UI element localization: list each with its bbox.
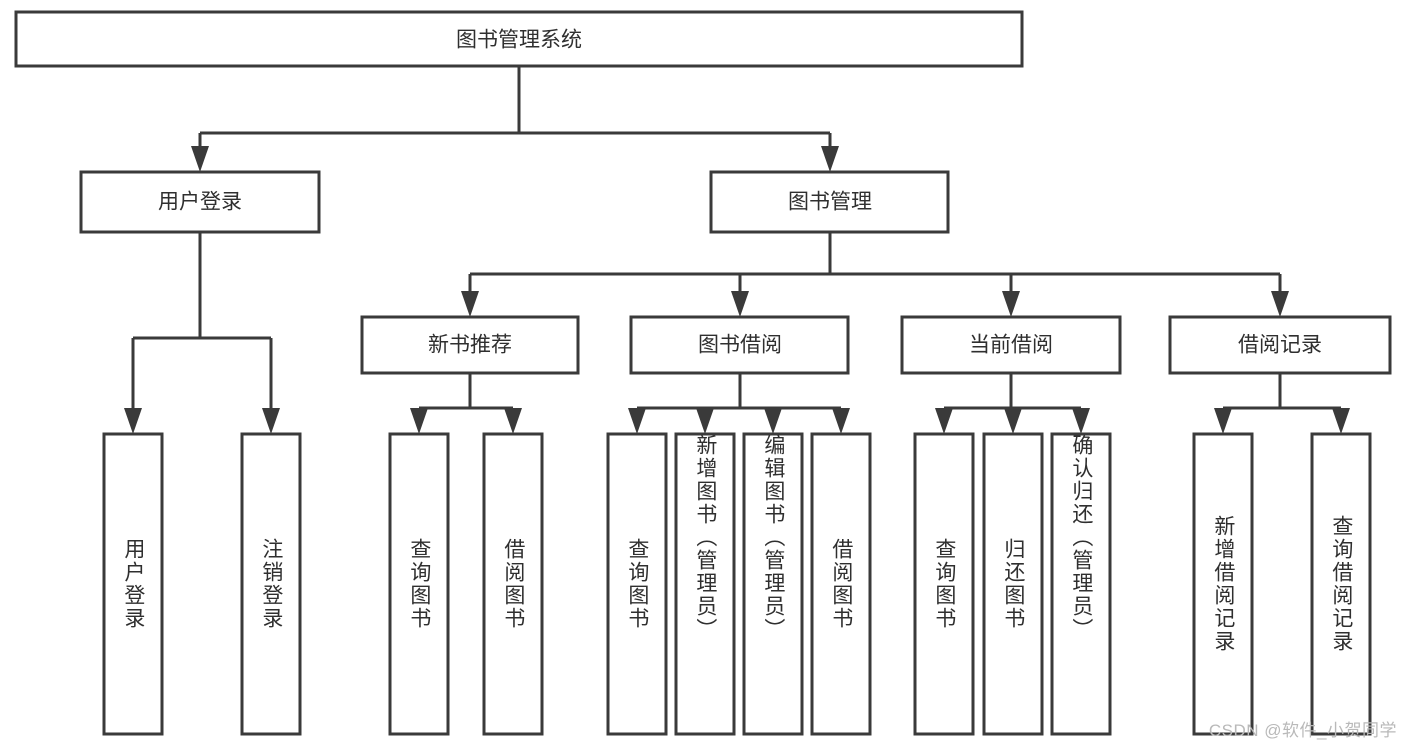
node-user-login[interactable]: 用户登录	[79, 170, 321, 234]
leaf-box-return-book[interactable]	[982, 432, 1044, 736]
leaf-box-add-book-admin[interactable]	[674, 432, 736, 736]
leaf-box-query-book-borrow[interactable]	[606, 432, 668, 736]
leaf-box-user-login[interactable]	[102, 432, 164, 736]
connector-current-to-leaves	[935, 373, 1090, 434]
node-new-book-recommend-label: 新书推荐	[428, 334, 512, 357]
csdn-watermark: CSDN @软件_小贺同学	[1208, 721, 1397, 740]
leaf-box-borrow-book[interactable]	[810, 432, 872, 736]
leaf-box-edit-book-admin[interactable]	[742, 432, 804, 736]
leaf-box-confirm-return-admin[interactable]	[1050, 432, 1112, 736]
leaf-boxes	[102, 432, 1372, 736]
node-root-system[interactable]: 图书管理系统	[14, 10, 1024, 68]
leaf-box-query-record[interactable]	[1310, 432, 1372, 736]
connector-bookmgmt-to-level3	[461, 232, 1289, 317]
node-book-borrow-label: 图书借阅	[698, 334, 782, 357]
connector-borrow-to-leaves	[628, 373, 850, 434]
node-new-book-recommend[interactable]: 新书推荐	[360, 315, 580, 375]
leaf-box-borrow-book-new[interactable]	[482, 432, 544, 736]
node-current-borrow[interactable]: 当前借阅	[900, 315, 1122, 375]
leaf-box-add-record[interactable]	[1192, 432, 1254, 736]
node-borrow-records-label: 借阅记录	[1238, 334, 1322, 357]
connector-root-to-level2	[191, 66, 839, 172]
leaf-box-logout[interactable]	[240, 432, 302, 736]
connector-newbook-to-leaves	[410, 373, 522, 434]
node-borrow-records[interactable]: 借阅记录	[1168, 315, 1392, 375]
node-book-management[interactable]: 图书管理	[709, 170, 950, 234]
node-current-borrow-label: 当前借阅	[969, 334, 1053, 357]
leaf-box-query-book-new[interactable]	[388, 432, 450, 736]
node-book-borrow[interactable]: 图书借阅	[629, 315, 850, 375]
node-user-login-label: 用户登录	[158, 191, 242, 214]
node-root-system-label: 图书管理系统	[456, 29, 582, 52]
leaf-box-query-book-current[interactable]	[913, 432, 975, 736]
node-book-management-label: 图书管理	[788, 191, 872, 214]
connector-userlogin-to-leaves	[124, 232, 280, 434]
connector-records-to-leaves	[1214, 373, 1350, 434]
